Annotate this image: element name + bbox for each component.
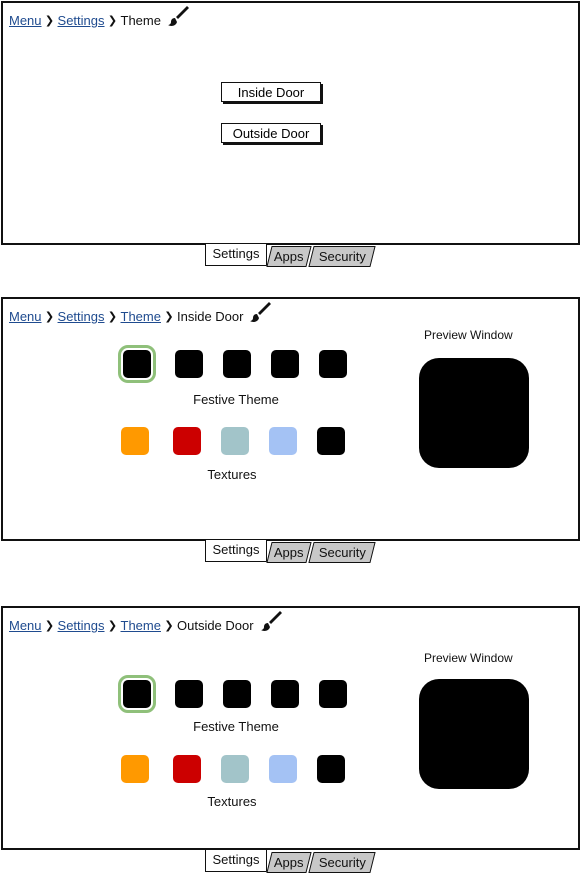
textures-label: Textures [207, 794, 257, 809]
breadcrumb-settings-link[interactable]: Settings [57, 13, 105, 28]
chevron-right-icon: ❯ [164, 620, 174, 632]
texture-swatch[interactable] [221, 755, 249, 783]
tab-security-label: Security [318, 249, 366, 264]
breadcrumb: Menu ❯ Settings ❯ Theme [9, 6, 191, 31]
chevron-right-icon: ❯ [107, 311, 118, 323]
breadcrumb-settings-link[interactable]: Settings [57, 618, 105, 633]
chevron-right-icon: ❯ [44, 311, 55, 323]
tab-apps-label: Apps [274, 249, 304, 264]
breadcrumb-current-theme: Theme [120, 13, 161, 28]
festive-theme-label: Festive Theme [193, 392, 279, 407]
texture-swatch[interactable] [317, 755, 345, 783]
texture-swatch[interactable] [269, 755, 297, 783]
festive-theme-swatch[interactable] [223, 680, 251, 708]
tab-security-label: Security [318, 855, 366, 870]
preview-window [419, 358, 529, 468]
breadcrumb: Menu ❯ Settings ❯ Theme ❯ Inside Door [9, 302, 273, 327]
tab-apps[interactable]: Apps [266, 852, 312, 873]
tab-apps-label: Apps [274, 545, 304, 560]
chevron-right-icon: ❯ [44, 15, 55, 27]
tab-bar: Settings Apps Security [205, 540, 376, 564]
inside-door-button[interactable]: Inside Door [221, 82, 321, 102]
textures-label: Textures [207, 467, 257, 482]
tab-security-label: Security [318, 545, 366, 560]
chevron-right-icon: ❯ [107, 15, 118, 27]
texture-swatch[interactable] [173, 755, 201, 783]
texture-swatch[interactable] [121, 427, 149, 455]
festive-theme-swatch[interactable] [118, 345, 156, 383]
tab-security[interactable]: Security [308, 542, 376, 563]
inside-door-panel: Menu ❯ Settings ❯ Theme ❯ Inside Door Fe… [1, 297, 580, 541]
outside-door-button[interactable]: Outside Door [221, 123, 321, 143]
texture-swatch[interactable] [173, 427, 201, 455]
preview-window [419, 679, 529, 789]
festive-theme-swatch[interactable] [319, 680, 347, 708]
festive-theme-swatch[interactable] [175, 680, 203, 708]
festive-theme-swatch[interactable] [118, 675, 156, 713]
tab-bar: Settings Apps Security [205, 850, 376, 874]
paintbrush-icon [249, 300, 273, 327]
theme-screen-panel: Menu ❯ Settings ❯ Theme Inside Door Outs… [1, 1, 580, 245]
paintbrush-icon [167, 4, 191, 31]
tab-settings[interactable]: Settings [205, 850, 267, 872]
festive-theme-swatch[interactable] [271, 350, 299, 378]
festive-theme-swatch[interactable] [271, 680, 299, 708]
breadcrumb: Menu ❯ Settings ❯ Theme ❯ Outside Door [9, 611, 284, 636]
breadcrumb-current-outside-door: Outside Door [176, 618, 254, 633]
tab-apps-label: Apps [274, 855, 304, 870]
breadcrumb-settings-link[interactable]: Settings [57, 309, 105, 324]
texture-swatch[interactable] [317, 427, 345, 455]
breadcrumb-current-inside-door: Inside Door [176, 309, 244, 324]
tab-apps[interactable]: Apps [266, 542, 312, 563]
texture-swatch[interactable] [221, 427, 249, 455]
breadcrumb-menu-link[interactable]: Menu [9, 309, 42, 324]
breadcrumb-menu-link[interactable]: Menu [9, 618, 42, 633]
breadcrumb-menu-link[interactable]: Menu [9, 13, 42, 28]
preview-window-title: Preview Window [424, 651, 513, 665]
preview-window-title: Preview Window [424, 328, 513, 342]
festive-theme-swatch[interactable] [223, 350, 251, 378]
chevron-right-icon: ❯ [164, 311, 174, 323]
outside-door-panel: Menu ❯ Settings ❯ Theme ❯ Outside Door F… [1, 606, 580, 850]
tab-apps[interactable]: Apps [266, 246, 312, 267]
festive-theme-label: Festive Theme [193, 719, 279, 734]
festive-theme-swatch[interactable] [319, 350, 347, 378]
texture-swatch[interactable] [121, 755, 149, 783]
festive-theme-swatch[interactable] [175, 350, 203, 378]
tab-settings[interactable]: Settings [205, 540, 267, 562]
tab-security[interactable]: Security [308, 246, 376, 267]
chevron-right-icon: ❯ [107, 620, 118, 632]
texture-swatch[interactable] [269, 427, 297, 455]
tab-bar: Settings Apps Security [205, 244, 376, 268]
tab-security[interactable]: Security [308, 852, 376, 873]
breadcrumb-theme-link[interactable]: Theme [120, 618, 161, 633]
chevron-right-icon: ❯ [44, 620, 55, 632]
breadcrumb-theme-link[interactable]: Theme [120, 309, 161, 324]
paintbrush-icon [260, 609, 284, 636]
tab-settings[interactable]: Settings [205, 244, 267, 266]
